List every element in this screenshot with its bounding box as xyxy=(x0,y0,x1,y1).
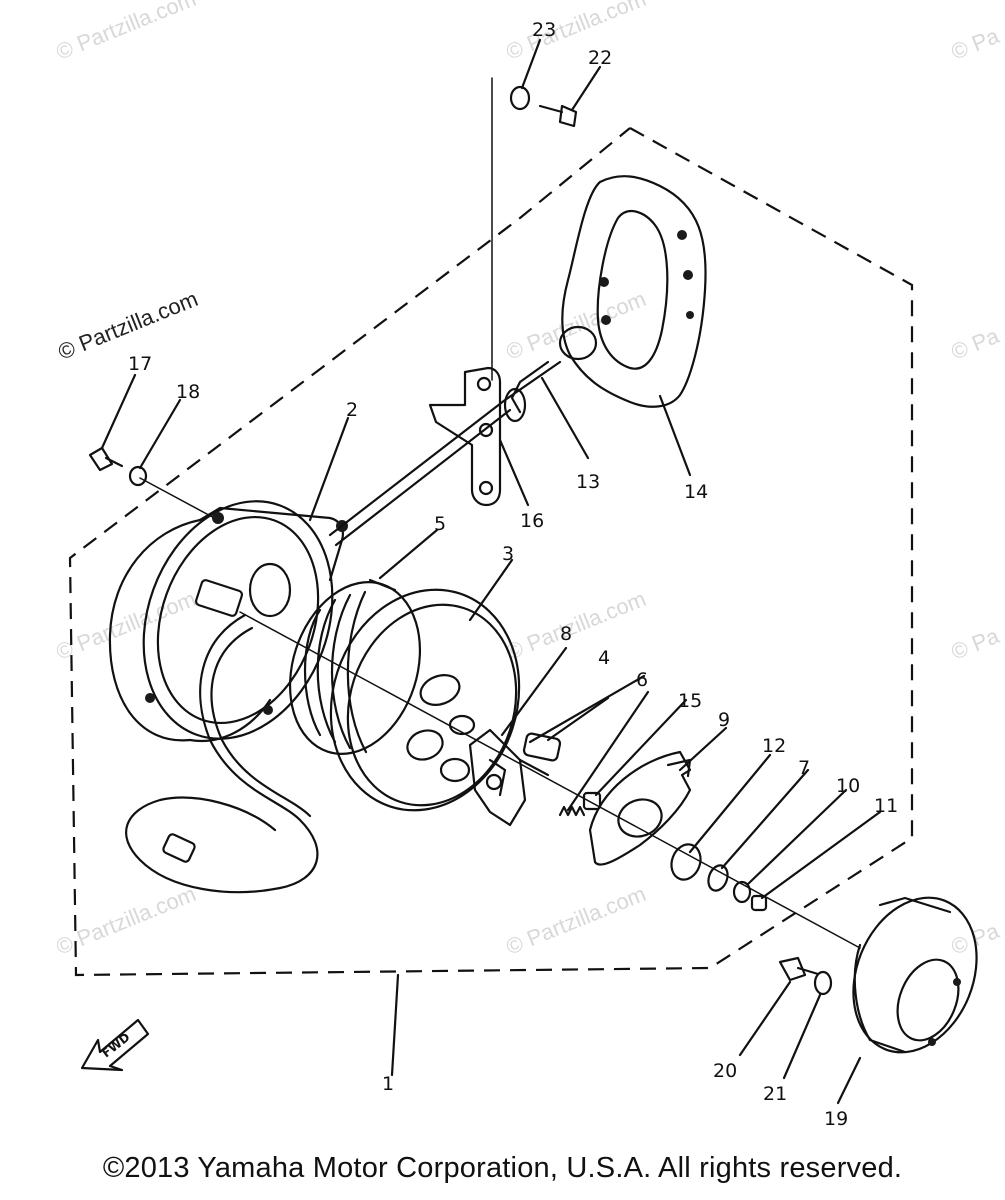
callout-9: 9 xyxy=(718,709,730,731)
callout-7: 7 xyxy=(798,757,810,779)
assembly-boundary xyxy=(68,127,914,977)
copyright-notice: ©2013 Yamaha Motor Corporation, U.S.A. A… xyxy=(102,1152,903,1184)
part-13-grommet-ring xyxy=(503,387,527,423)
part-4-pawl-guide xyxy=(518,732,562,777)
watermark: © Partzilla.com xyxy=(53,0,200,65)
axis-line xyxy=(239,611,861,949)
watermark: © Partzilla.com xyxy=(503,881,650,960)
callout-16: 16 xyxy=(520,510,544,532)
callout-20: 20 xyxy=(713,1060,737,1082)
part-22-screw xyxy=(538,104,578,128)
watermark: © Pa xyxy=(948,23,1004,65)
watermark: © Pa xyxy=(948,323,1004,365)
callout-19: 19 xyxy=(824,1108,848,1130)
watermark: © Partzilla.com xyxy=(503,286,650,365)
callout-10: 10 xyxy=(836,775,860,797)
callout-8: 8 xyxy=(560,623,572,645)
leader-1 xyxy=(390,973,400,1077)
part-23-washer xyxy=(509,85,531,111)
part-8-pawl xyxy=(468,728,527,827)
axis-line-bolt-17 xyxy=(139,477,219,521)
part-3-reel xyxy=(288,581,521,812)
spring-5 xyxy=(368,578,397,592)
callout-1: 1 xyxy=(382,1073,394,1095)
part-13-grommet xyxy=(510,360,550,414)
part-14-handle xyxy=(558,175,707,408)
callout-5: 5 xyxy=(434,513,446,535)
part-21-washer xyxy=(813,970,833,996)
part-19-cover xyxy=(852,896,978,1054)
forward-label: FWD xyxy=(99,1030,132,1060)
part-10-washer xyxy=(732,880,752,904)
part-6-spring xyxy=(558,805,586,817)
callout-4: 4 xyxy=(598,647,610,669)
part-15-nut xyxy=(582,791,602,811)
leader-5 xyxy=(378,528,439,580)
callout-14: 14 xyxy=(684,481,708,503)
callout-6: 6 xyxy=(636,669,648,691)
starter-rope-2 xyxy=(334,408,512,547)
leader-lines xyxy=(100,38,882,1105)
callout-labels: 1 2 3 4 5 6 7 8 9 10 11 12 13 14 15 16 1… xyxy=(128,19,898,1130)
callout-12: 12 xyxy=(762,735,786,757)
callout-11: 11 xyxy=(874,795,898,817)
callout-22: 22 xyxy=(588,47,612,69)
part-7-washer xyxy=(707,864,729,892)
watermark: © Partzilla.com xyxy=(53,586,200,665)
rope-coil xyxy=(125,613,319,894)
part-16-bracket xyxy=(428,366,502,507)
callout-15: 15 xyxy=(678,690,702,712)
callout-18: 18 xyxy=(176,381,200,403)
part-11-nut xyxy=(750,894,768,912)
part-17-bolt xyxy=(88,446,124,472)
part-20-bolt xyxy=(778,956,820,982)
callout-2: 2 xyxy=(346,399,358,421)
callout-23: 23 xyxy=(532,19,556,41)
watermark: © Partzilla.com xyxy=(503,586,650,665)
callout-13: 13 xyxy=(576,471,600,493)
watermark-layer: © Partzilla.com © Partzilla.com © Pa © P… xyxy=(53,0,1004,960)
watermark: © Partzilla.com xyxy=(503,0,650,65)
part-18-washer xyxy=(128,465,148,487)
callout-21: 21 xyxy=(763,1083,787,1105)
callout-17: 17 xyxy=(128,353,152,375)
part-12-washer xyxy=(670,843,702,881)
watermark: © Pa xyxy=(948,623,1004,665)
forward-arrow-icon: FWD xyxy=(80,1018,150,1072)
callout-3: 3 xyxy=(502,543,514,565)
